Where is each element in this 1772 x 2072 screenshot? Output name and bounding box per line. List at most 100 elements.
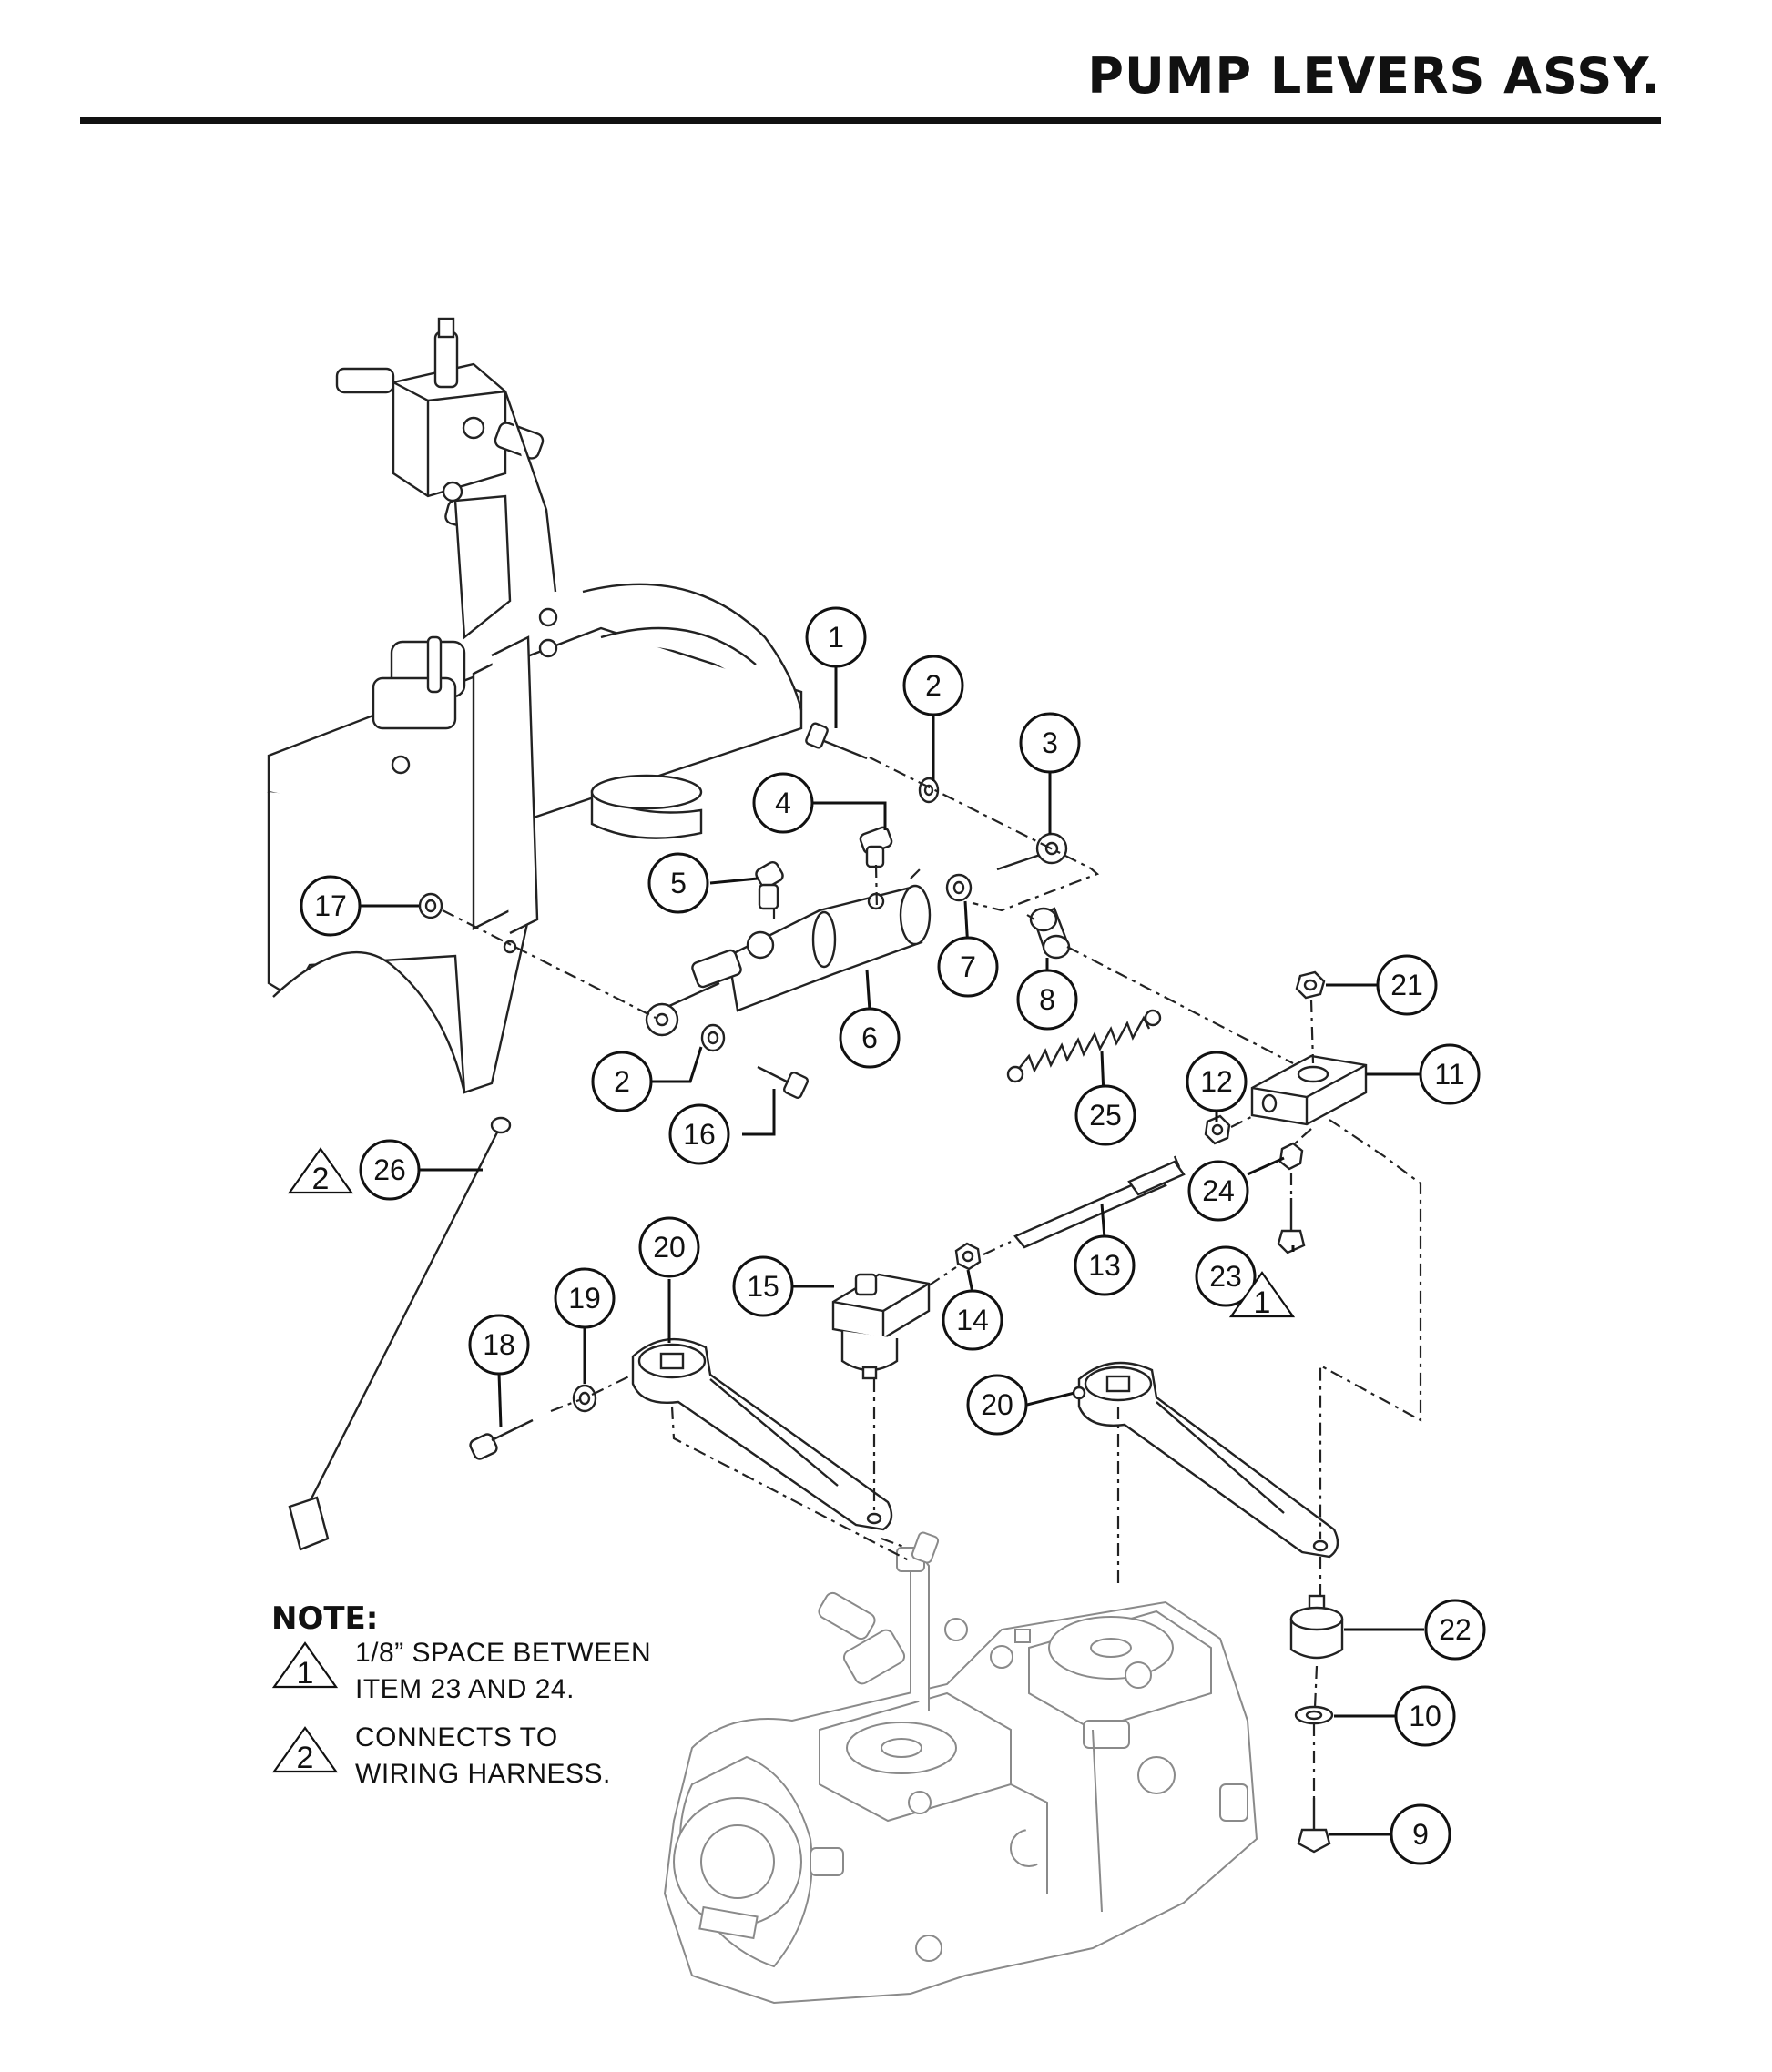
page-title: PUMP LEVERS ASSY. <box>1087 47 1661 105</box>
callout-10-label: 10 <box>1409 1700 1441 1732</box>
callout-3-label: 3 <box>1042 726 1058 759</box>
callout-5: 5 <box>647 852 709 914</box>
part-17-bushing <box>418 892 443 919</box>
note-flag-2-label: 2 <box>297 1741 314 1775</box>
part-5-grease-fitting <box>755 860 784 910</box>
callout-24: 24 <box>1187 1160 1249 1222</box>
assembly-lines <box>442 757 1422 1798</box>
callout-17: 17 <box>300 875 362 937</box>
callout-10: 10 <box>1394 1685 1456 1747</box>
part-11-block <box>1250 1054 1368 1126</box>
part-23-bolt <box>1277 1198 1306 1254</box>
callout-9-label: 9 <box>1412 1818 1429 1851</box>
callout-24-label: 24 <box>1202 1174 1235 1207</box>
part-14-nut <box>954 1242 982 1271</box>
callout-9: 9 <box>1390 1803 1451 1865</box>
callout-26-label: 26 <box>373 1153 406 1186</box>
callout-26: 26 <box>359 1139 421 1201</box>
part-3-rod-end <box>996 832 1068 871</box>
part-6-cylinder <box>668 884 932 1012</box>
note-item-1: 1/8” SPACE BETWEEN ITEM 23 AND 24. <box>355 1635 651 1708</box>
part-21-nut <box>1295 970 1326 1000</box>
part-20-lever-left <box>631 1337 893 1531</box>
part-4-elbow-fitting <box>859 826 893 868</box>
callout-16-label: 16 <box>683 1118 716 1151</box>
callout-18: 18 <box>468 1314 530 1376</box>
note-flag-triangle-2: 2 <box>271 1726 339 1775</box>
callout-14-label: 14 <box>956 1304 989 1336</box>
callout-18-label: 18 <box>483 1328 515 1361</box>
note-item-2-line1: CONNECTS TO <box>355 1722 558 1752</box>
leader-lines <box>352 667 1424 1836</box>
note-item-2: CONNECTS TO WIRING HARNESS. <box>355 1720 611 1793</box>
note-item-1-line2: ITEM 23 AND 24. <box>355 1674 575 1704</box>
part-22-rubber-mount <box>1289 1594 1344 1660</box>
part-1-bolt <box>805 722 868 760</box>
part-26-wire-harness <box>288 1116 512 1551</box>
flag-triangle-2-item-26: 2 <box>287 1147 354 1196</box>
callout-8: 8 <box>1016 969 1078 1031</box>
flag-1-label: 1 <box>1254 1285 1271 1320</box>
callout-22-label: 22 <box>1439 1613 1472 1646</box>
callout-20-left-label: 20 <box>653 1231 686 1264</box>
cylinder-rod-eye <box>645 1002 679 1037</box>
title-rule <box>80 117 1661 124</box>
callout-17-label: 17 <box>314 889 347 922</box>
callout-20-right-label: 20 <box>981 1388 1013 1421</box>
callout-25: 25 <box>1074 1084 1136 1146</box>
callout-13: 13 <box>1074 1234 1136 1296</box>
callout-2-top-label: 2 <box>925 669 942 702</box>
callout-15-label: 15 <box>747 1270 779 1303</box>
callout-11: 11 <box>1419 1043 1481 1105</box>
note-heading: NOTE: <box>271 1600 379 1637</box>
part-10-washer <box>1294 1705 1334 1725</box>
callout-14: 14 <box>942 1289 1003 1351</box>
mount-frame <box>267 583 803 1094</box>
part-12-nut <box>1204 1114 1231 1145</box>
part-8-spacer <box>1029 907 1071 960</box>
callout-12: 12 <box>1186 1051 1248 1112</box>
part-15-swivel <box>831 1273 931 1380</box>
callout-11-label: 11 <box>1434 1058 1464 1091</box>
hydrostatic-pump <box>663 1531 1258 2005</box>
callout-21: 21 <box>1376 954 1438 1016</box>
callout-1: 1 <box>805 606 867 668</box>
callout-15: 15 <box>732 1255 794 1317</box>
callout-8-label: 8 <box>1039 983 1055 1016</box>
flag-2-label: 2 <box>312 1162 330 1196</box>
callout-6-label: 6 <box>861 1021 878 1054</box>
callout-20-left: 20 <box>638 1216 700 1278</box>
callout-25-label: 25 <box>1089 1099 1122 1132</box>
callout-20-right: 20 <box>966 1374 1028 1436</box>
part-20-lever-right <box>1072 1361 1339 1559</box>
callout-21-label: 21 <box>1390 969 1423 1001</box>
part-7-nut <box>945 873 973 902</box>
valve-block <box>335 317 557 640</box>
callout-19: 19 <box>554 1267 616 1329</box>
callout-7: 7 <box>937 936 999 998</box>
callout-23-label: 23 <box>1209 1260 1242 1293</box>
note-item-1-line1: 1/8” SPACE BETWEEN <box>355 1638 652 1668</box>
callout-22: 22 <box>1424 1599 1486 1661</box>
callout-5-label: 5 <box>670 867 687 899</box>
callout-4-label: 4 <box>775 787 791 819</box>
part-25-spring <box>1006 1009 1162 1083</box>
callout-6: 6 <box>839 1007 901 1069</box>
callout-16: 16 <box>668 1103 730 1165</box>
flag-triangle-1-item-23: 1 <box>1228 1271 1296 1320</box>
note-flag-triangle-1: 1 <box>271 1641 339 1691</box>
part-24-nut <box>1278 1142 1304 1171</box>
part-18-cap-screw <box>469 1418 534 1460</box>
note-flag-1-label: 1 <box>297 1656 314 1691</box>
part-13-threaded-rod <box>1013 1155 1186 1249</box>
part-9-bolt <box>1297 1798 1331 1854</box>
callout-13-label: 13 <box>1088 1249 1121 1282</box>
callout-23: 23 <box>1195 1245 1257 1307</box>
part-19-washer <box>572 1384 597 1413</box>
callout-1-label: 1 <box>828 621 844 654</box>
callout-12-label: 12 <box>1200 1065 1233 1098</box>
part-16-bolt <box>757 1065 810 1099</box>
callout-7-label: 7 <box>960 950 976 983</box>
callout-4: 4 <box>752 772 814 834</box>
